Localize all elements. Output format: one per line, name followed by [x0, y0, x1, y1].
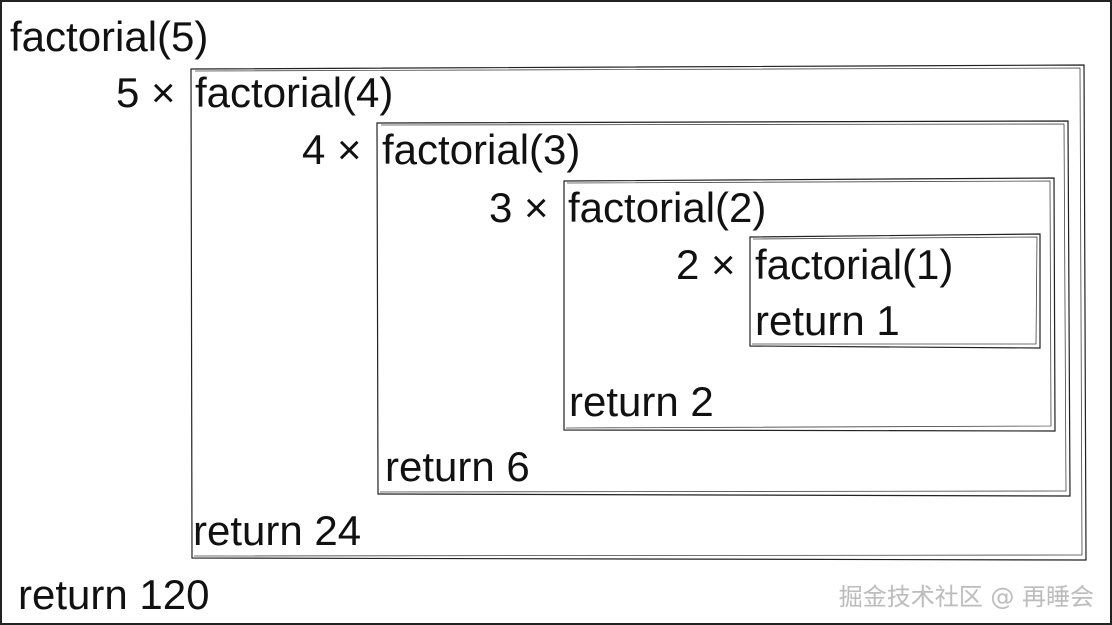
return-1: return 1: [755, 297, 900, 344]
return-2: return 2: [569, 378, 714, 425]
multiplier-2: 2 ×: [676, 241, 736, 288]
return-120: return 120: [18, 571, 210, 618]
call-factorial-1: factorial(1): [755, 241, 954, 288]
call-factorial-2: factorial(2): [568, 184, 767, 231]
multiplier-5: 5 ×: [116, 69, 176, 116]
return-24: return 24: [193, 507, 362, 554]
call-factorial-4: factorial(4): [195, 69, 394, 116]
frame-factorial-3-sketch-line: [379, 123, 1067, 493]
juejin-watermark: 掘金技术社区 @ 再睡会: [838, 583, 1094, 611]
multiplier-3: 3 ×: [489, 184, 549, 231]
call-factorial-5: factorial(5): [10, 13, 209, 60]
return-6: return 6: [385, 443, 530, 490]
multiplier-4: 4 ×: [302, 126, 362, 173]
frame-factorial-3: [376, 120, 1071, 497]
call-factorial-3: factorial(3): [382, 126, 581, 173]
